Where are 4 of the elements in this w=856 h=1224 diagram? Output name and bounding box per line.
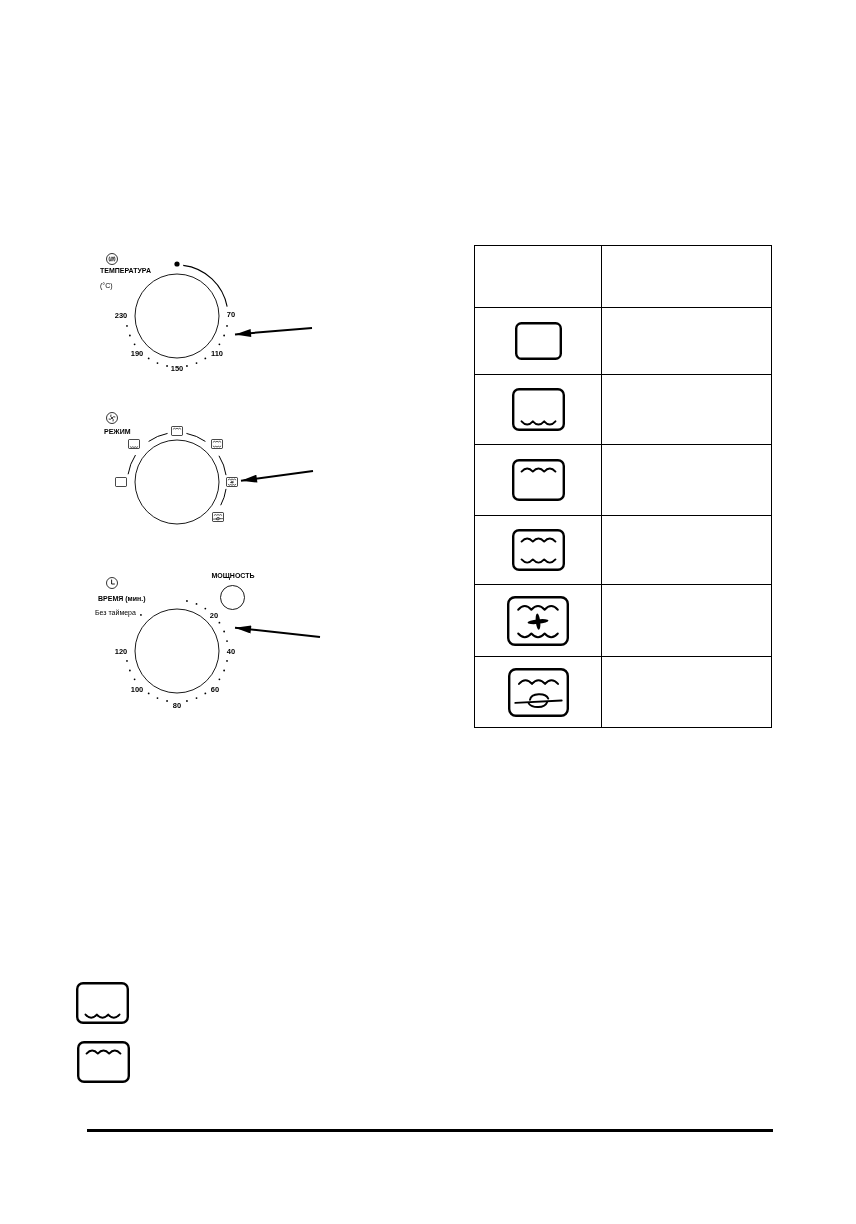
arrow [234,625,321,638]
power-knob [219,584,245,610]
arrow [240,470,314,483]
arrow [234,327,313,338]
